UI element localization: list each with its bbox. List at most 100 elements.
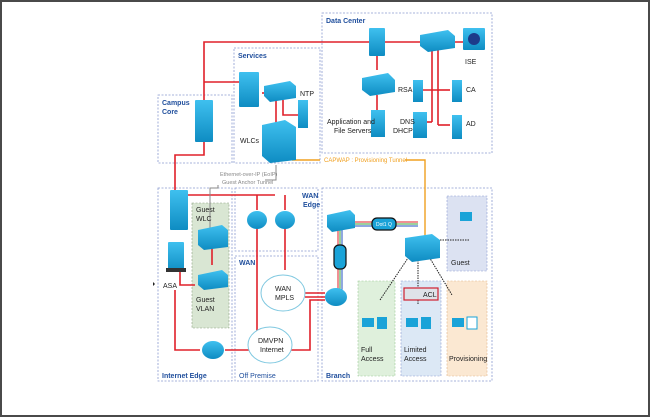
- eoip-label-1: Ethernet-over-IP (EoIP): [220, 172, 278, 178]
- label-dmvpn-2: Internet: [260, 347, 284, 354]
- dns-dhcp-icon[interactable]: [413, 112, 427, 138]
- app-servers-icon[interactable]: [371, 110, 385, 137]
- devices: Dot1 Q: [166, 28, 485, 364]
- label-full-access-1: Full: [361, 347, 373, 354]
- label-dns: DNS: [400, 119, 415, 126]
- device-labels: ISE RSA CA AD DNS DHCP Application and F…: [163, 59, 487, 363]
- ie-switch-icon[interactable]: [170, 190, 188, 230]
- label-rsa: RSA: [398, 87, 413, 94]
- label-asa: ASA: [163, 283, 177, 290]
- dc-switch-icon[interactable]: [420, 30, 455, 52]
- label-full-access-2: Access: [361, 356, 384, 363]
- services-core-switch-icon[interactable]: [239, 72, 259, 107]
- acl-box: [403, 287, 439, 301]
- capwap-label: CAPWAP : Provisioning Tunnel: [324, 158, 407, 164]
- branch-ap-icon[interactable]: [405, 234, 440, 262]
- zone-wan-edge: [234, 187, 319, 252]
- campus-core-switch-icon[interactable]: [195, 100, 213, 142]
- ie-router-icon[interactable]: [202, 341, 224, 359]
- label-wan: WAN: [239, 260, 255, 267]
- zone-campus-core: [157, 94, 233, 164]
- label-campus-core-2: Core: [162, 109, 178, 116]
- zone-internet-edge: [157, 187, 233, 382]
- full-access-laptop-icon[interactable]: [362, 318, 374, 327]
- ca-icon[interactable]: [452, 80, 462, 102]
- label-dhcp: DHCP: [393, 128, 413, 135]
- label-wlcs: WLCs: [240, 138, 260, 145]
- label-guest-wlc-2: WLC: [196, 216, 212, 223]
- label-ntp: NTP: [300, 91, 314, 98]
- label-guest: Guest: [451, 260, 470, 267]
- asa-icon[interactable]: [168, 242, 184, 272]
- label-internet-edge: Internet Edge: [162, 373, 207, 380]
- dot1q-horizontal-label: Dot1 Q: [376, 222, 392, 228]
- zone-labels: Data Center Services Campus Core WAN Edg…: [162, 18, 366, 380]
- wan-mpls-cloud-icon[interactable]: [260, 274, 306, 312]
- zone-full-access: [357, 280, 396, 377]
- link-core-down: [174, 140, 205, 192]
- wlc-icon[interactable]: [262, 120, 296, 163]
- label-wan-mpls-1: WAN: [275, 286, 291, 293]
- label-off-premise: Off Premise: [239, 373, 276, 380]
- rsa-icon[interactable]: [413, 80, 423, 102]
- label-guest-wlc-1: Guest: [196, 207, 215, 214]
- label-provisioning: Provisioning: [449, 356, 487, 363]
- left-marker-icon: [153, 282, 155, 286]
- link-ie-bottom: [174, 290, 200, 351]
- wireless-links: [379, 239, 470, 305]
- label-guest-vlan-1: Guest: [196, 297, 215, 304]
- label-limited-access-2: Access: [404, 356, 427, 363]
- dmvpn-cloud-icon[interactable]: [247, 326, 293, 364]
- label-wan-edge-1: WAN: [302, 193, 318, 200]
- label-app-servers-1: Application and: [327, 119, 375, 126]
- zone-services: [233, 47, 321, 164]
- label-services: Services: [238, 53, 267, 60]
- label-campus-core-1: Campus: [162, 100, 190, 107]
- wan-edge-router-1-icon[interactable]: [247, 211, 267, 229]
- label-app-servers-2: File Servers: [334, 128, 372, 135]
- label-data-center: Data Center: [326, 18, 366, 25]
- dot1q-horizontal-icon[interactable]: [371, 217, 397, 231]
- provisioning-laptop-icon[interactable]: [452, 318, 464, 327]
- full-access-tablet-icon[interactable]: [377, 317, 387, 329]
- label-guest-vlan-2: VLAN: [196, 306, 214, 313]
- label-wan-mpls-2: MPLS: [275, 295, 294, 302]
- label-ca: CA: [466, 87, 476, 94]
- guest-vlan-switch-icon[interactable]: [198, 270, 228, 290]
- guest-laptop-icon[interactable]: [460, 212, 472, 221]
- eoip-tunnel: Ethernet-over-IP (EoIP) Guest Anchor Tun…: [209, 165, 278, 230]
- dc-dist-switch-icon[interactable]: [362, 73, 395, 96]
- label-ise: ISE: [465, 59, 477, 66]
- label-dmvpn-1: DMVPN: [258, 338, 283, 345]
- link-dmvpn-branch: [290, 299, 325, 351]
- branch-router-icon[interactable]: [325, 288, 347, 306]
- link-backbone-top: [203, 41, 442, 100]
- zone-branch: [321, 187, 493, 382]
- zones: [157, 12, 493, 382]
- wan-edge-router-2-icon[interactable]: [275, 211, 295, 229]
- zone-wan: [234, 255, 319, 382]
- label-branch: Branch: [326, 373, 350, 380]
- ntp-icon[interactable]: [298, 100, 308, 128]
- limited-access-laptop-icon[interactable]: [406, 318, 418, 327]
- dot1q-vertical-icon[interactable]: [333, 244, 347, 270]
- eoip-label-2: Guest Anchor Tunnel: [222, 180, 273, 186]
- zone-data-center: [321, 12, 493, 154]
- label-wan-edge-2: Edge: [303, 202, 320, 209]
- limited-access-tablet-icon[interactable]: [421, 317, 431, 329]
- dc-core-switch-icon[interactable]: [369, 28, 385, 56]
- branch-switch-icon[interactable]: [327, 210, 355, 232]
- label-limited-access-1: Limited: [404, 347, 427, 354]
- capwap-tunnel: CAPWAP : Provisioning Tunnel: [292, 158, 426, 240]
- link-svc-ntp: [282, 100, 300, 116]
- ad-icon[interactable]: [452, 115, 462, 139]
- label-ad: AD: [466, 121, 476, 128]
- guest-wlc-icon[interactable]: [198, 225, 228, 250]
- services-switch-icon[interactable]: [264, 81, 296, 102]
- provisioning-tablet-icon[interactable]: [466, 316, 478, 330]
- zone-guest: [446, 195, 488, 272]
- label-acl: ACL: [423, 292, 437, 299]
- link-asa-vlan: [179, 270, 195, 286]
